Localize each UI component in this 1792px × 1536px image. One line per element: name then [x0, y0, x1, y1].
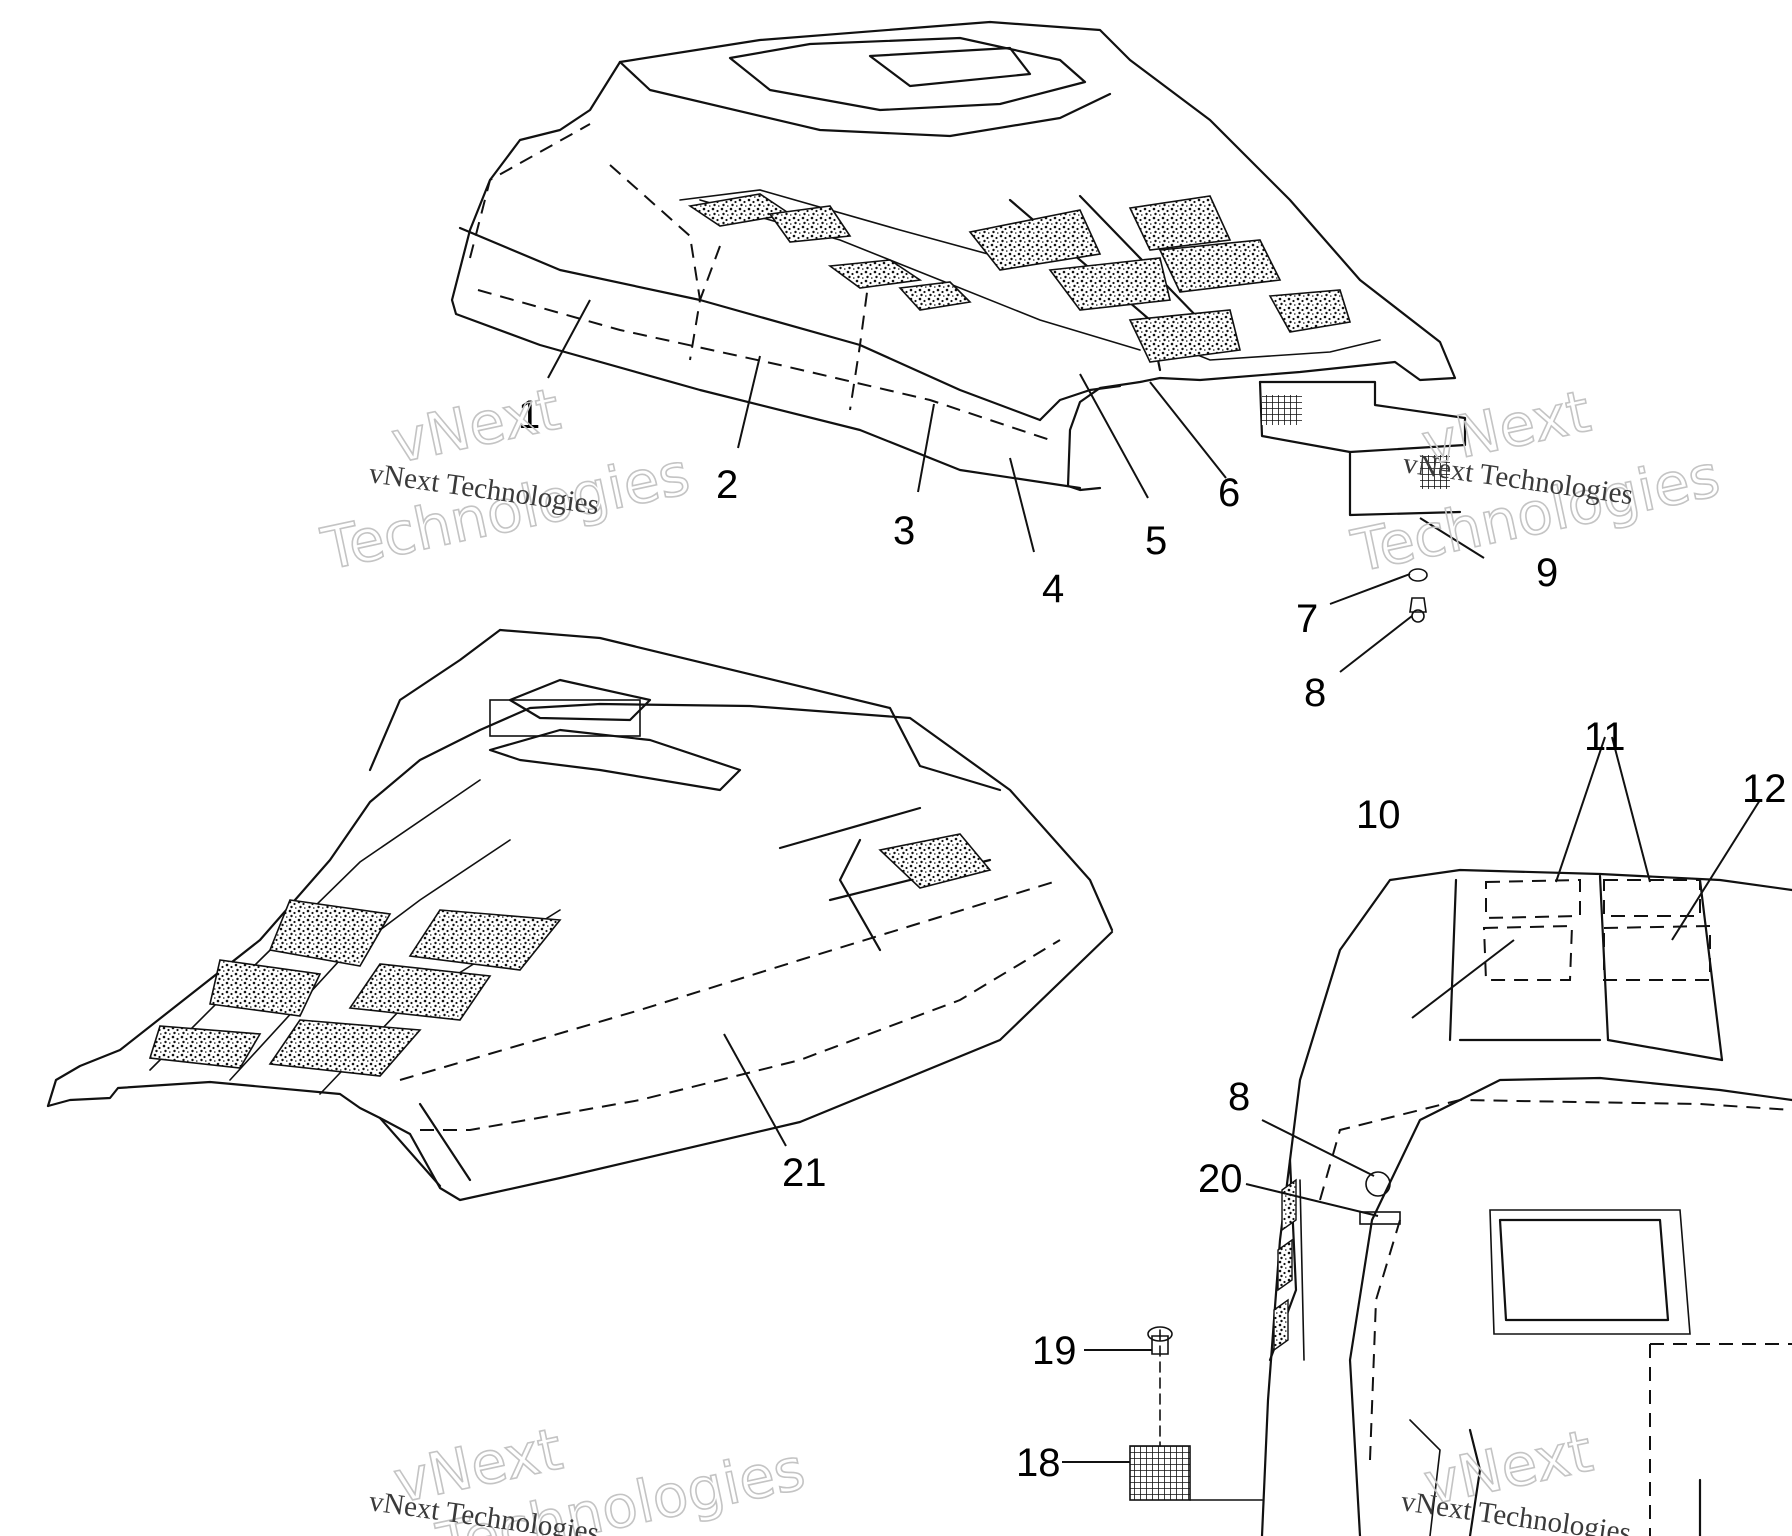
- callout-labels: 1 2 3 4 5 6 7 8 9 10 11 12 8 20 21 19 18: [518, 393, 1787, 1485]
- callout-21: 21: [782, 1151, 827, 1195]
- callout-20: 20: [1198, 1157, 1243, 1201]
- callout-3: 3: [893, 509, 915, 553]
- watermark-top-left: vNext Technologies: [315, 374, 696, 584]
- callout-19: 19: [1032, 1329, 1077, 1373]
- callout-4: 4: [1042, 567, 1064, 611]
- loose-parts: [1129, 1326, 1263, 1501]
- callout-5: 5: [1145, 519, 1167, 563]
- callout-9: 9: [1536, 551, 1558, 595]
- callout-11: 11: [1584, 715, 1626, 759]
- callout-18: 18: [1016, 1441, 1061, 1485]
- hood-top-view: [450, 20, 1457, 492]
- hood-bracket-assembly: [1258, 380, 1467, 623]
- svg-text:vNext: vNext: [386, 375, 566, 477]
- callout-leaders: [547, 299, 1761, 1463]
- callout-8: 8: [1304, 671, 1326, 715]
- callout-2: 2: [716, 463, 738, 507]
- callout-7: 7: [1296, 597, 1318, 641]
- hood-front-view: [1260, 868, 1792, 1536]
- callout-10: 10: [1356, 793, 1401, 837]
- hood-side-view: [46, 628, 1114, 1202]
- callout-8-front: 8: [1228, 1075, 1250, 1119]
- callout-1: 1: [518, 393, 540, 437]
- callout-6: 6: [1218, 471, 1240, 515]
- callout-12: 12: [1742, 767, 1787, 811]
